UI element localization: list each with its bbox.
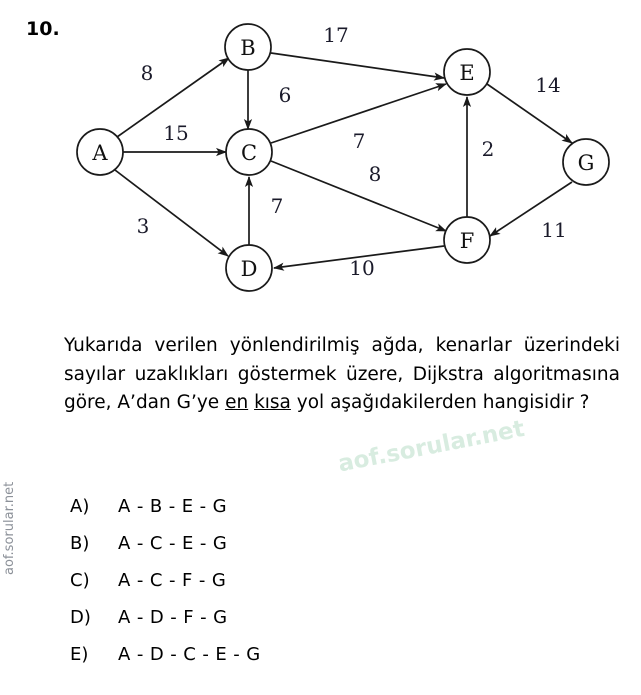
edge-c-e [270, 83, 447, 144]
question-emphasis-kisa: kısa [254, 392, 291, 413]
weight-a-d: 3 [137, 214, 150, 238]
question-line-3: göstermek üzere, Dijkstra algoritmasına [237, 363, 620, 385]
option-e-letter: E) [70, 644, 89, 665]
question-line-5: yol aşağıdakilerden [290, 392, 477, 413]
question-line-4: göre, A’dan G’ye [64, 392, 226, 413]
option-d[interactable]: D) A - D - F - G [70, 607, 490, 644]
weight-e-g: 14 [535, 73, 560, 97]
graph-nodes: A B C D E F G [76, 23, 610, 292]
edge-a-b [116, 57, 230, 138]
node-g-label: G [578, 151, 595, 175]
node-g: G [562, 138, 610, 186]
question-number: 10. [26, 18, 60, 40]
node-f-label: F [460, 229, 475, 253]
option-d-text: A - D - F - G [118, 607, 228, 628]
option-a-text: A - B - E - G [118, 496, 227, 517]
weight-f-e: 2 [482, 137, 495, 161]
watermark-diagonal: aof.sorular.net [336, 415, 527, 478]
graph-edge-weights: 8 15 3 6 17 7 8 7 14 2 10 11 [137, 23, 567, 280]
option-c-text: A - C - F - G [118, 570, 227, 591]
option-b-letter: B) [70, 533, 90, 554]
edge-g-f [489, 181, 573, 237]
answer-options: A) A - B - E - G B) A - C - E - G C) A -… [70, 496, 490, 681]
node-a-label: A [91, 141, 108, 165]
weight-b-e: 17 [323, 23, 348, 47]
weight-a-b: 8 [141, 61, 154, 85]
option-a[interactable]: A) A - B - E - G [70, 496, 490, 533]
option-e-text: A - D - C - E - G [118, 644, 261, 665]
weight-a-c: 15 [163, 121, 188, 145]
node-d-label: D [241, 257, 258, 281]
node-c-label: C [241, 141, 257, 165]
edge-e-g [486, 83, 573, 144]
edge-b-e [270, 52, 445, 81]
question-line-2: kenarlar üzerindeki sayılar uzaklıkları [64, 335, 620, 385]
node-c: C [225, 128, 273, 176]
directed-graph-figure: A B C D E F G 8 15 3 6 17 [76, 23, 610, 292]
option-e[interactable]: E) A - D - C - E - G [70, 644, 490, 681]
option-b[interactable]: B) A - C - E - G [70, 533, 490, 570]
edge-c-f [270, 160, 447, 232]
graph-edges [114, 52, 573, 271]
option-c-letter: C) [70, 570, 90, 591]
node-b: B [224, 23, 272, 71]
weight-d-c: 7 [271, 194, 284, 218]
option-a-letter: A) [70, 496, 90, 517]
edge-f-d [273, 245, 445, 271]
question-emphasis-en: en [225, 392, 249, 413]
node-e: E [443, 48, 491, 96]
watermark-vertical: aof.sorular.net [2, 481, 17, 575]
question-body: Yukarıda verilen yönlendirilmiş ağda, ke… [64, 332, 620, 418]
option-b-text: A - C - E - G [118, 533, 228, 554]
weight-c-f: 8 [369, 162, 382, 186]
node-a: A [76, 128, 124, 176]
node-e-label: E [459, 61, 474, 85]
option-d-letter: D) [70, 607, 91, 628]
edge-a-d [114, 169, 229, 257]
node-f: F [443, 216, 491, 264]
node-d: D [225, 244, 273, 292]
weight-c-e: 7 [353, 129, 366, 153]
weight-b-c: 6 [279, 83, 292, 107]
question-line-1: Yukarıda verilen yönlendirilmiş ağda, [64, 335, 424, 356]
node-b-label: B [240, 36, 255, 60]
weight-f-d: 10 [349, 256, 374, 280]
question-line-6: hangisidir ? [482, 392, 590, 413]
option-c[interactable]: C) A - C - F - G [70, 570, 490, 607]
weight-g-f: 11 [541, 218, 566, 242]
